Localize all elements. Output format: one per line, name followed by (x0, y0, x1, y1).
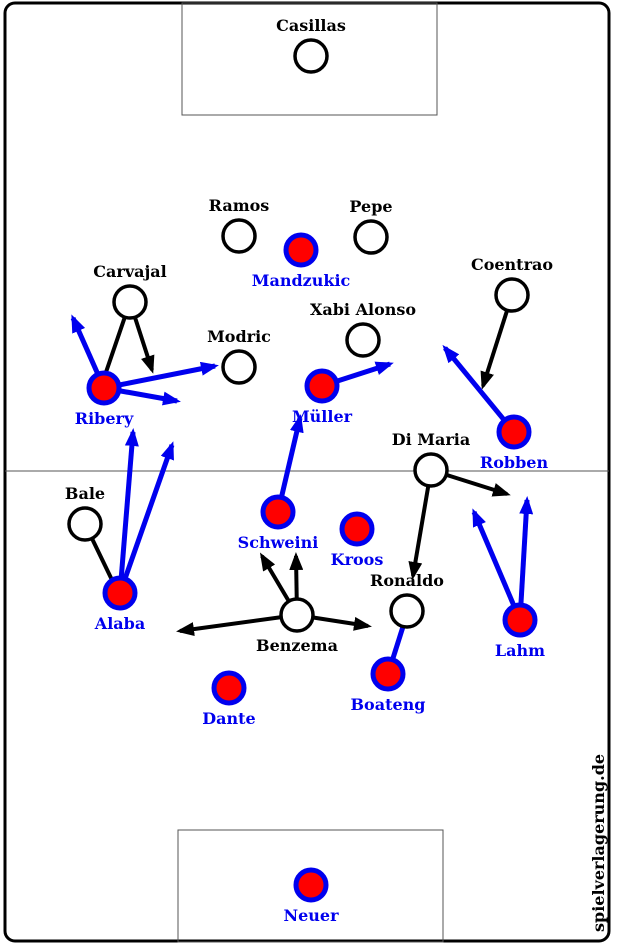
movement-arrow-lahm (471, 508, 523, 621)
watermark: spielverlagerung.de (589, 754, 608, 932)
player-name: Ronaldo (370, 571, 444, 590)
player-marker (293, 867, 329, 903)
player-marker (370, 656, 406, 692)
player-ramos: Ramos (209, 196, 270, 254)
player-marker (304, 368, 340, 404)
player-name: Alaba (94, 614, 145, 633)
player-name: Casillas (276, 16, 346, 35)
movement-arrow-robben (442, 344, 516, 434)
player-pepe: Pepe (349, 197, 393, 255)
player-robben: Robben (480, 414, 549, 472)
player-name: Lahm (495, 641, 545, 660)
player-benzema: Benzema (256, 597, 338, 655)
bottom-penalty-box (177, 829, 444, 943)
player-marker (339, 511, 375, 547)
movement-arrow-alaba (117, 441, 175, 594)
movement-arrow-ribery (103, 361, 219, 391)
player-marker (86, 370, 122, 406)
player-boateng: Boateng (351, 656, 426, 714)
player-ronaldo: Ronaldo (370, 571, 444, 629)
player-marker (389, 593, 425, 629)
player-xabi: Xabi Alonso (310, 300, 416, 358)
movement-arrow-dimaria (408, 469, 433, 580)
player-marker (221, 218, 257, 254)
player-ribery: Ribery (75, 370, 134, 428)
player-marker (279, 597, 315, 633)
player-marker (496, 414, 532, 450)
player-lahm: Lahm (495, 602, 545, 660)
player-name: Robben (480, 453, 549, 472)
movement-arrow-alaba (117, 428, 139, 594)
player-name: Neuer (283, 906, 339, 925)
player-name: Müller (292, 407, 353, 426)
player-mandzukic: Mandzukic (252, 232, 351, 290)
player-marker (345, 322, 381, 358)
player-name: Modric (207, 327, 271, 346)
movement-arrow-benzema (176, 613, 298, 637)
player-marker (221, 349, 257, 385)
player-marker (260, 494, 296, 530)
player-marker (293, 38, 329, 74)
player-name: Boateng (351, 695, 426, 714)
player-alaba: Alaba (94, 575, 145, 633)
player-marker (112, 284, 148, 320)
player-casillas: Casillas (276, 16, 346, 74)
player-name: Bale (65, 484, 105, 503)
player-kroos: Kroos (331, 511, 384, 569)
player-dante: Dante (202, 670, 256, 728)
player-name: Di Maria (392, 430, 470, 449)
player-name: Ramos (209, 196, 270, 215)
player-marker (502, 602, 538, 638)
player-name: Kroos (331, 550, 384, 569)
player-name: Ribery (75, 409, 134, 428)
player-name: Mandzukic (252, 271, 351, 290)
player-name: Xabi Alonso (310, 300, 416, 319)
player-name: Coentrao (471, 255, 553, 274)
top-penalty-box (181, 2, 438, 116)
player-modric: Modric (207, 327, 271, 385)
player-name: Carvajal (93, 262, 166, 281)
player-name: Pepe (349, 197, 392, 216)
player-name: Dante (202, 709, 255, 728)
player-marker (211, 670, 247, 706)
movement-arrow-lahm (517, 496, 534, 621)
player-marker (353, 219, 389, 255)
player-coentrao: Coentrao (471, 255, 553, 313)
player-marker (413, 452, 449, 488)
player-neuer: Neuer (283, 867, 339, 925)
player-name: Schweini (238, 533, 319, 552)
player-carvajal: Carvajal (93, 262, 167, 320)
player-marker (102, 575, 138, 611)
player-muller: Müller (292, 368, 353, 426)
player-marker (283, 232, 319, 268)
player-bale: Bale (65, 484, 105, 542)
player-dimaria: Di Maria (392, 430, 470, 488)
player-marker (67, 506, 103, 542)
player-schweini: Schweini (238, 494, 319, 552)
player-marker (494, 277, 530, 313)
pitch-border (3, 1, 611, 943)
player-name: Benzema (256, 636, 338, 655)
